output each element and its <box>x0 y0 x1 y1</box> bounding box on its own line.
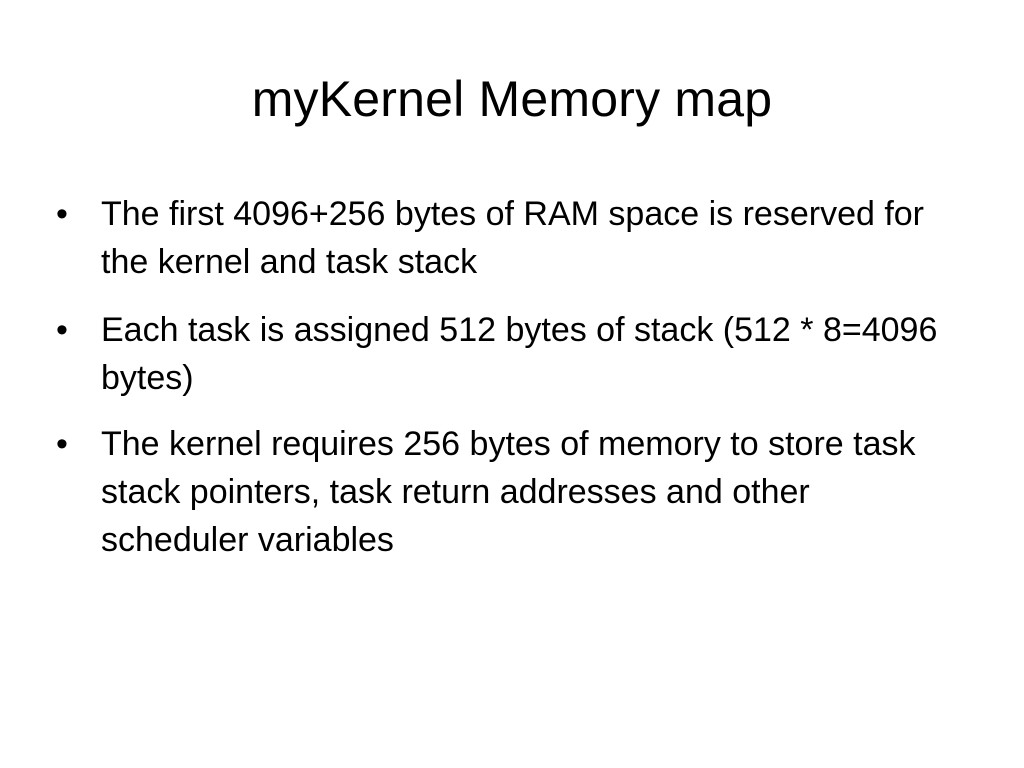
bullet-list: • The first 4096+256 bytes of RAM space … <box>56 190 956 584</box>
bullet-item: • The kernel requires 256 bytes of memor… <box>56 420 956 564</box>
slide-title: myKernel Memory map <box>251 71 773 127</box>
bullet-icon: • <box>56 425 68 463</box>
bullet-item: • Each task is assigned 512 bytes of sta… <box>56 306 956 402</box>
bullet-icon: • <box>56 195 68 233</box>
bullet-item: • The first 4096+256 bytes of RAM space … <box>56 190 956 286</box>
bullet-icon: • <box>56 311 68 349</box>
bullet-text: Each task is assigned 512 bytes of stack… <box>101 311 938 397</box>
bullet-text: The kernel requires 256 bytes of memory … <box>101 425 916 559</box>
bullet-text: The first 4096+256 bytes of RAM space is… <box>101 195 925 281</box>
